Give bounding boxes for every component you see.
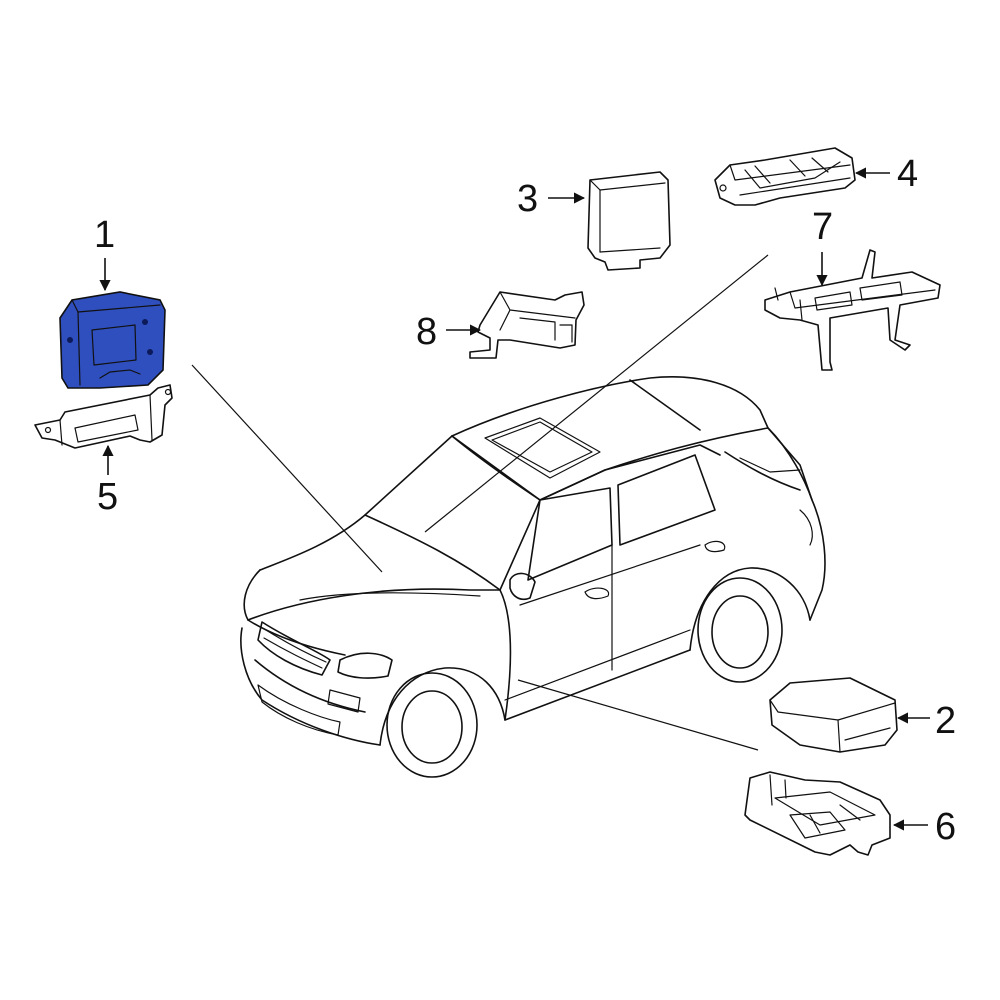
part-7-bracket[interactable]: [764, 249, 941, 371]
part-2-module[interactable]: [769, 677, 898, 753]
part-1-control-module[interactable]: [59, 291, 166, 389]
part-8-bracket[interactable]: [469, 291, 585, 359]
part-3-module[interactable]: [587, 171, 671, 271]
callout-5[interactable]: 5: [97, 476, 119, 518]
part-5-bracket[interactable]: [34, 384, 173, 449]
callout-3[interactable]: 3: [517, 178, 539, 220]
leader-line-7: [424, 254, 769, 533]
callout-1[interactable]: 1: [94, 214, 116, 256]
callout-2[interactable]: 2: [935, 700, 957, 742]
part-4-switch-panel[interactable]: [714, 147, 856, 206]
callout-7[interactable]: 7: [812, 206, 834, 248]
leader-line-1: [191, 364, 383, 573]
vehicle-illustration: [240, 376, 826, 778]
leader-line-2: [517, 679, 759, 751]
callout-arrows: [99, 167, 930, 831]
callout-8[interactable]: 8: [416, 311, 438, 353]
callout-6[interactable]: 6: [935, 806, 957, 848]
part-6-tray[interactable]: [744, 771, 891, 856]
callout-4[interactable]: 4: [897, 153, 919, 195]
part-1-body: [59, 291, 166, 389]
